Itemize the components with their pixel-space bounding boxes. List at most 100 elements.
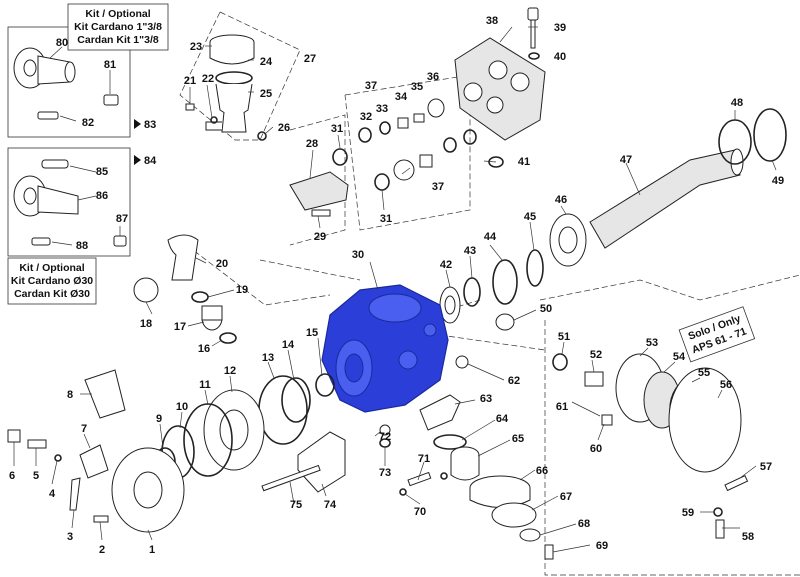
label-47: 47 — [620, 154, 632, 166]
label-44: 44 — [484, 231, 497, 243]
kit-2-line2: Kit Cardano Ø30 — [11, 275, 93, 287]
part-45-circlip — [526, 249, 544, 287]
part-12-cover — [203, 389, 265, 471]
group-outlines — [179, 11, 800, 576]
label-1: 1 — [149, 544, 155, 556]
label-37-top: 37 — [365, 80, 377, 92]
kit-2-line1: Kit / Optional — [19, 262, 84, 274]
label-46: 46 — [555, 194, 567, 206]
part-41-oring — [488, 156, 504, 168]
part-39-bolt — [527, 7, 539, 49]
valve-parts-upper — [358, 98, 445, 143]
kit-1-line2: Kit Cardano 1"3/8 — [74, 21, 162, 33]
label-12: 12 — [224, 365, 236, 377]
part-52-fitting — [584, 371, 604, 387]
label-10: 10 — [176, 401, 188, 413]
label-4: 4 — [49, 488, 56, 500]
label-63: 63 — [480, 393, 492, 405]
ref-84: 84 — [134, 155, 157, 167]
label-35: 35 — [411, 81, 423, 93]
ref-84-label: 84 — [144, 155, 157, 167]
label-8: 8 — [67, 389, 73, 401]
label-41: 41 — [518, 156, 530, 168]
label-31-bottom: 31 — [380, 213, 392, 225]
label-11: 11 — [199, 379, 211, 391]
part-16-oring — [219, 332, 237, 344]
label-15: 15 — [306, 327, 318, 339]
label-51: 51 — [558, 331, 570, 343]
part-43-ring — [463, 277, 481, 307]
part-66-cylinder — [469, 475, 531, 508]
part-64-oring — [433, 434, 467, 450]
label-16: 16 — [198, 343, 210, 355]
part-80-cardan-flange — [13, 47, 76, 89]
label-54: 54 — [673, 351, 686, 363]
label-50: 50 — [540, 303, 552, 315]
part-14-oring — [281, 377, 311, 423]
part-72-plug — [379, 424, 391, 436]
ref-83: 83 — [134, 119, 156, 131]
label-29: 29 — [314, 231, 326, 243]
label-64: 64 — [496, 413, 509, 425]
label-69: 69 — [596, 540, 608, 552]
label-49: 49 — [772, 175, 784, 187]
label-13: 13 — [262, 352, 274, 364]
part-5-fitting — [27, 439, 47, 449]
label-56: 56 — [720, 379, 732, 391]
label-37-bottom: 37 — [432, 181, 444, 193]
part-1-cover — [111, 447, 185, 533]
part-20-elbow — [167, 234, 199, 281]
label-42: 42 — [440, 259, 452, 271]
label-55: 55 — [698, 367, 710, 379]
label-80: 80 — [56, 37, 68, 49]
label-81: 81 — [104, 59, 116, 71]
part-46-bearing — [549, 213, 587, 267]
label-30: 30 — [352, 249, 364, 261]
part-6-nut — [7, 429, 21, 443]
kit-1-line3: Cardan Kit 1"3/8 — [77, 34, 159, 46]
label-74: 74 — [324, 499, 337, 511]
kit-box-2-label-frame — [7, 257, 97, 305]
label-67: 67 — [560, 491, 572, 503]
part-8-valve — [84, 369, 126, 419]
kit-box-1: Kit / Optional Kit Cardano 1"3/8 Cardan … — [7, 3, 169, 138]
label-68: 68 — [578, 518, 590, 530]
label-22: 22 — [202, 73, 214, 85]
label-23: 23 — [190, 41, 202, 53]
label-66: 66 — [536, 465, 548, 477]
part-19-oring — [191, 291, 209, 303]
leader-lines — [13, 26, 777, 553]
label-14: 14 — [282, 339, 295, 351]
label-3: 3 — [67, 531, 73, 543]
part-49-circlip — [753, 108, 787, 162]
part-67-diaphragm — [491, 502, 537, 528]
label-52: 52 — [590, 349, 602, 361]
part-82-screw — [37, 111, 59, 120]
part-23-cap — [209, 34, 255, 65]
label-18: 18 — [140, 318, 152, 330]
part-62-plug — [455, 355, 469, 369]
label-87: 87 — [116, 213, 128, 225]
label-75: 75 — [290, 499, 302, 511]
part-68-washer — [519, 528, 541, 542]
part-65-piston — [450, 446, 480, 481]
label-6: 6 — [9, 470, 15, 482]
label-86: 86 — [96, 190, 108, 202]
kit-box-2: Kit / Optional Kit Cardano Ø30 Cardan Ki… — [7, 147, 131, 305]
part-17-fitting — [201, 305, 223, 331]
part-26-ring — [257, 131, 267, 141]
label-58: 58 — [742, 531, 754, 543]
label-2: 2 — [99, 544, 105, 556]
label-59: 59 — [682, 507, 694, 519]
label-28: 28 — [306, 138, 318, 150]
solo-only-frame — [678, 306, 756, 363]
label-45: 45 — [524, 211, 536, 223]
kit-box-1-label-frame — [67, 3, 169, 51]
part-60-nut — [601, 414, 613, 426]
label-34: 34 — [395, 91, 408, 103]
part-15-ring — [315, 373, 335, 397]
part-51-oring — [552, 353, 568, 371]
part-87-screw — [113, 235, 127, 247]
part-63-bracket — [419, 394, 461, 431]
